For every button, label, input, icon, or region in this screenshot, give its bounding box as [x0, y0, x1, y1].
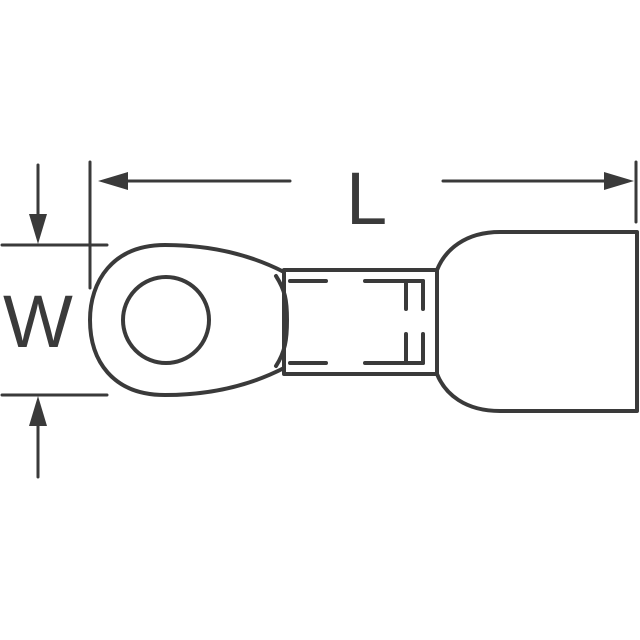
- arrowhead-down-icon: [29, 214, 47, 244]
- arrowhead-left-icon: [98, 172, 128, 190]
- arrowhead-up-icon: [29, 396, 47, 426]
- width-label: W: [3, 280, 73, 363]
- insulation-sleeve: [435, 230, 639, 413]
- length-label: L: [346, 157, 388, 240]
- ring-hole: [121, 275, 211, 365]
- ring-tongue-outline: [88, 243, 286, 397]
- arrowhead-right-icon: [604, 172, 634, 190]
- crimp-barrel: [282, 268, 439, 376]
